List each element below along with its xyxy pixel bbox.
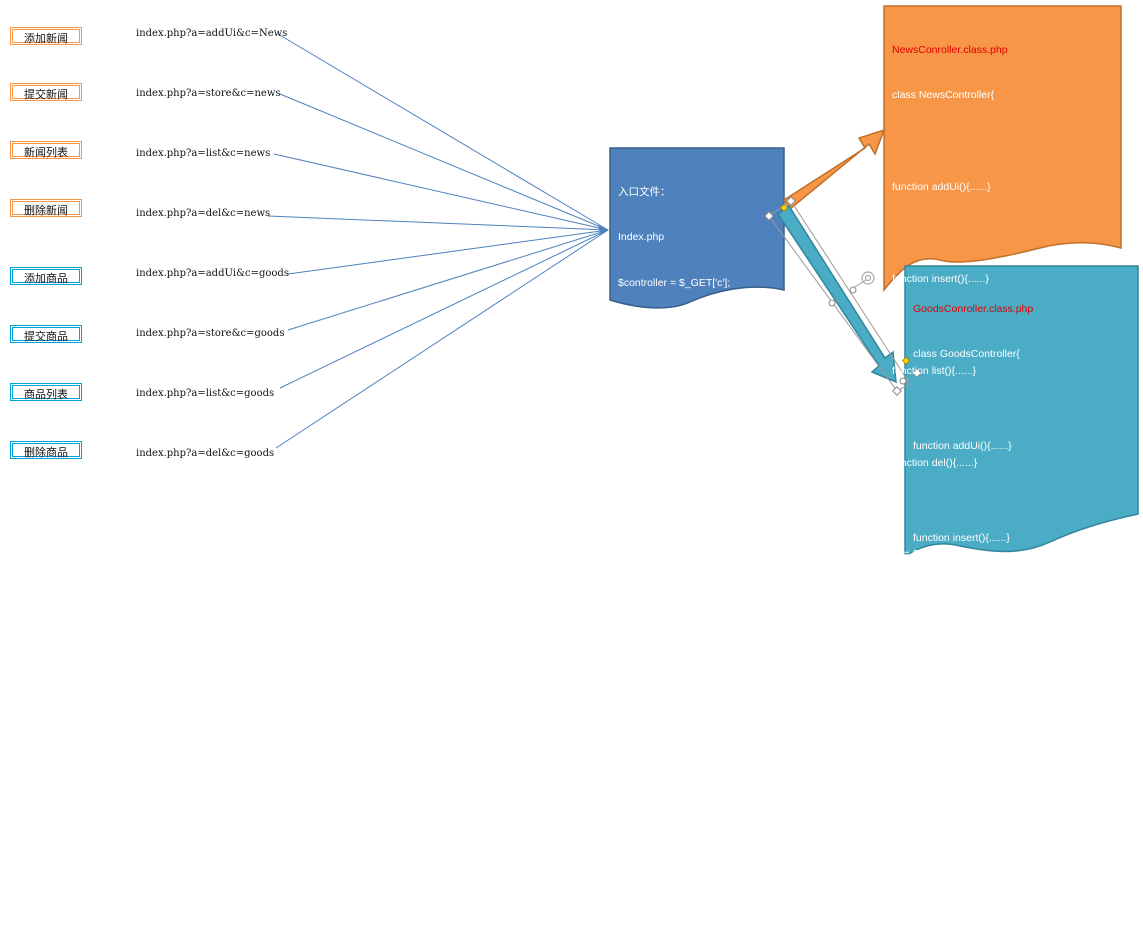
submit-goods-button[interactable]: 提交商品 bbox=[10, 325, 82, 343]
url-label: index.php?a=store&c=goods bbox=[136, 328, 285, 339]
adjust-handles bbox=[779, 203, 911, 365]
url-label: index.php?a=del&c=goods bbox=[136, 448, 275, 459]
resize-handle bbox=[828, 299, 836, 307]
goods-controller-document: GoodsConroller.class.php class GoodsCont… bbox=[913, 271, 1046, 929]
resize-handle bbox=[849, 286, 857, 294]
doc-line bbox=[913, 577, 1046, 592]
add-news-button[interactable]: 添加新闻 bbox=[10, 27, 82, 45]
doc-line: class GoodsController{ bbox=[913, 348, 1020, 361]
connector-line bbox=[287, 229, 609, 331]
doc-line: $obj ->$a(); bbox=[913, 899, 967, 912]
doc-line: $obj = new GoodsController; bbox=[913, 853, 1047, 866]
doc-line: class NewsController{ bbox=[892, 89, 995, 102]
doc-line: Index.php bbox=[618, 231, 665, 244]
entry-document: 入口文件： Index.php $controller = $_GET['c']… bbox=[618, 154, 731, 491]
goods-list-button[interactable]: 商品列表 bbox=[10, 383, 82, 401]
rotate-handle-icon[interactable] bbox=[861, 271, 875, 285]
url-label: index.php?a=list&c=goods bbox=[136, 388, 275, 399]
url-label: index.php?a=addUi&c=News bbox=[136, 28, 288, 39]
doc-line: $obj -> $action(); bbox=[618, 460, 698, 473]
doc-line: } bbox=[913, 761, 917, 774]
doc-line: function list(){......} bbox=[913, 623, 998, 636]
goods-document-shape bbox=[904, 265, 1139, 555]
url-label: index.php?a=addUi&c=goods bbox=[136, 268, 289, 279]
resize-handle bbox=[892, 386, 902, 396]
resize-handle bbox=[764, 211, 774, 221]
doc-line bbox=[618, 368, 731, 383]
news-list-button[interactable]: 新闻列表 bbox=[10, 141, 82, 159]
doc-line: 入口文件： bbox=[618, 185, 671, 198]
doc-line bbox=[892, 226, 1028, 241]
doc-line bbox=[913, 669, 1046, 684]
delete-news-button[interactable]: 删除新闻 bbox=[10, 199, 82, 217]
connector-line bbox=[279, 229, 609, 389]
connector-line bbox=[273, 153, 609, 231]
connector-lines bbox=[267, 33, 609, 449]
url-label: index.php?a=del&c=news bbox=[136, 208, 271, 219]
doc-line: $action=$_GET['a']; bbox=[618, 323, 710, 336]
goods-controller-title: GoodsConroller.class.php bbox=[913, 302, 1034, 315]
connector-line bbox=[277, 33, 609, 231]
doc-line: } bbox=[892, 502, 896, 515]
connector-line bbox=[287, 229, 609, 275]
doc-line: $a = $_GET['a']; bbox=[913, 807, 989, 820]
entry-document-shape bbox=[609, 147, 785, 309]
doc-line: function list(){......} bbox=[892, 364, 977, 377]
news-controller-title: NewsConroller.class.php bbox=[892, 43, 1008, 56]
doc-line: function del(){......} bbox=[913, 715, 999, 728]
resize-handle bbox=[786, 196, 796, 206]
doc-line: function addUi(){......} bbox=[892, 181, 991, 194]
doc-line: function del(){......} bbox=[892, 456, 978, 469]
selection-handles bbox=[764, 196, 922, 396]
doc-line: $obj = new $controller(); bbox=[618, 415, 731, 428]
news-route-arrow bbox=[782, 128, 886, 211]
url-label: index.php?a=store&c=news bbox=[136, 88, 281, 99]
resize-handle bbox=[912, 368, 922, 378]
connector-line bbox=[275, 229, 609, 449]
doc-line: function insert(){......} bbox=[892, 273, 989, 286]
routing-diagram bbox=[267, 5, 1139, 555]
connector-line bbox=[267, 215, 609, 231]
doc-line: $controller = $_GET['c']; bbox=[618, 277, 731, 290]
doc-line bbox=[913, 485, 1046, 500]
doc-line: function insert(){......} bbox=[913, 532, 1010, 545]
add-goods-button[interactable]: 添加商品 bbox=[10, 267, 82, 285]
doc-line bbox=[913, 393, 1046, 408]
goods-route-arrow bbox=[776, 204, 897, 384]
url-label: index.php?a=list&c=news bbox=[136, 148, 271, 159]
doc-line bbox=[892, 134, 1028, 149]
connector-line bbox=[279, 93, 609, 231]
resize-handle bbox=[899, 377, 907, 385]
arrowhead bbox=[598, 225, 609, 233]
delete-goods-button[interactable]: 删除商品 bbox=[10, 441, 82, 459]
submit-news-button[interactable]: 提交新闻 bbox=[10, 83, 82, 101]
doc-line: function addUi(){......} bbox=[913, 440, 1012, 453]
